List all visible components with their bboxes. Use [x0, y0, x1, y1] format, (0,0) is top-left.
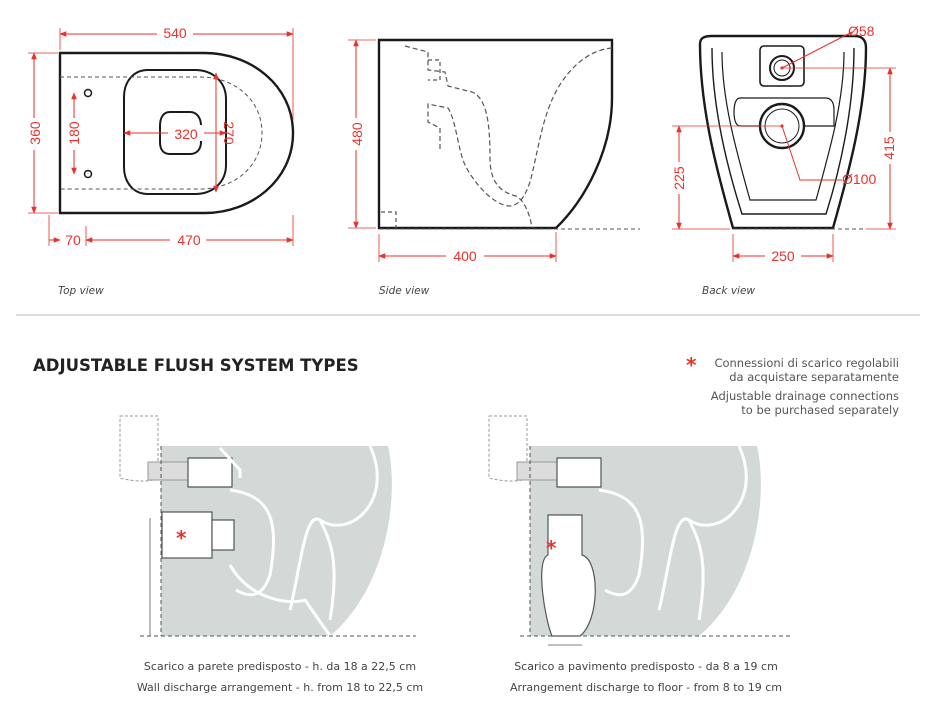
side-view: 480 400 Side view	[347, 38, 640, 297]
back-view: Ø58 Ø100 225 415 250 Back view	[670, 23, 899, 297]
drainage-note: * Connessioni di scarico regolabili da a…	[686, 353, 899, 417]
dim-back-outlet: Ø100	[842, 171, 876, 187]
dim-side-length: 400	[453, 248, 477, 264]
svg-text:to be purchased separately: to be purchased separately	[741, 403, 899, 417]
back-view-outline	[698, 34, 868, 230]
top-view-outline	[58, 51, 295, 215]
dim-side-height: 480	[349, 122, 365, 146]
svg-text:Adjustable drainage connection: Adjustable drainage connections	[711, 389, 899, 403]
dim-top-holes: 180	[66, 121, 82, 145]
dim-top-depth: 360	[27, 121, 43, 145]
dim-back-width: 250	[771, 248, 795, 264]
caption-back-view: Back view	[702, 285, 755, 297]
asterisk-icon: *	[546, 536, 557, 560]
side-view-outline	[377, 38, 614, 230]
dim-top-seat-depth: 270	[221, 121, 237, 145]
dim-top-width: 540	[163, 25, 187, 41]
floor-discharge-diagram: *	[488, 415, 790, 646]
caption-side-view: Side view	[379, 285, 430, 297]
dim-back-outlet-height: 225	[671, 166, 687, 190]
wall-discharge-diagram: *	[119, 415, 416, 637]
dim-back-inlet-height: 415	[881, 136, 897, 160]
floor-discharge-caption-en: Arrangement discharge to floor - from 8 …	[510, 681, 782, 694]
section-title: ADJUSTABLE FLUSH SYSTEM TYPES	[33, 356, 359, 375]
asterisk-icon: *	[176, 526, 187, 550]
fixing-hole	[83, 88, 93, 98]
asterisk-icon: *	[686, 353, 697, 377]
dim-top-front: 70	[65, 232, 81, 248]
wall-discharge-caption-en: Wall discharge arrangement - h. from 18 …	[137, 681, 423, 694]
caption-top-view: Top view	[58, 285, 104, 297]
top-view-bowl	[123, 69, 227, 195]
dim-top-seat-width: 320	[174, 126, 198, 142]
svg-text:da acquistare separatamente: da acquistare separatamente	[729, 370, 899, 384]
top-view: 540 360 180 320 270 70 470 Top view	[25, 24, 295, 297]
dim-back-inlet: Ø58	[848, 23, 875, 39]
top-view-opening	[159, 111, 202, 155]
dim-top-rear: 470	[177, 232, 201, 248]
fixing-hole	[83, 169, 93, 179]
floor-discharge-caption-it: Scarico a pavimento predisposto - da 8 a…	[514, 660, 778, 673]
svg-text:Connessioni di scarico regolab: Connessioni di scarico regolabili	[714, 356, 899, 370]
wall-discharge-caption-it: Scarico a parete predisposto - h. da 18 …	[144, 660, 416, 673]
